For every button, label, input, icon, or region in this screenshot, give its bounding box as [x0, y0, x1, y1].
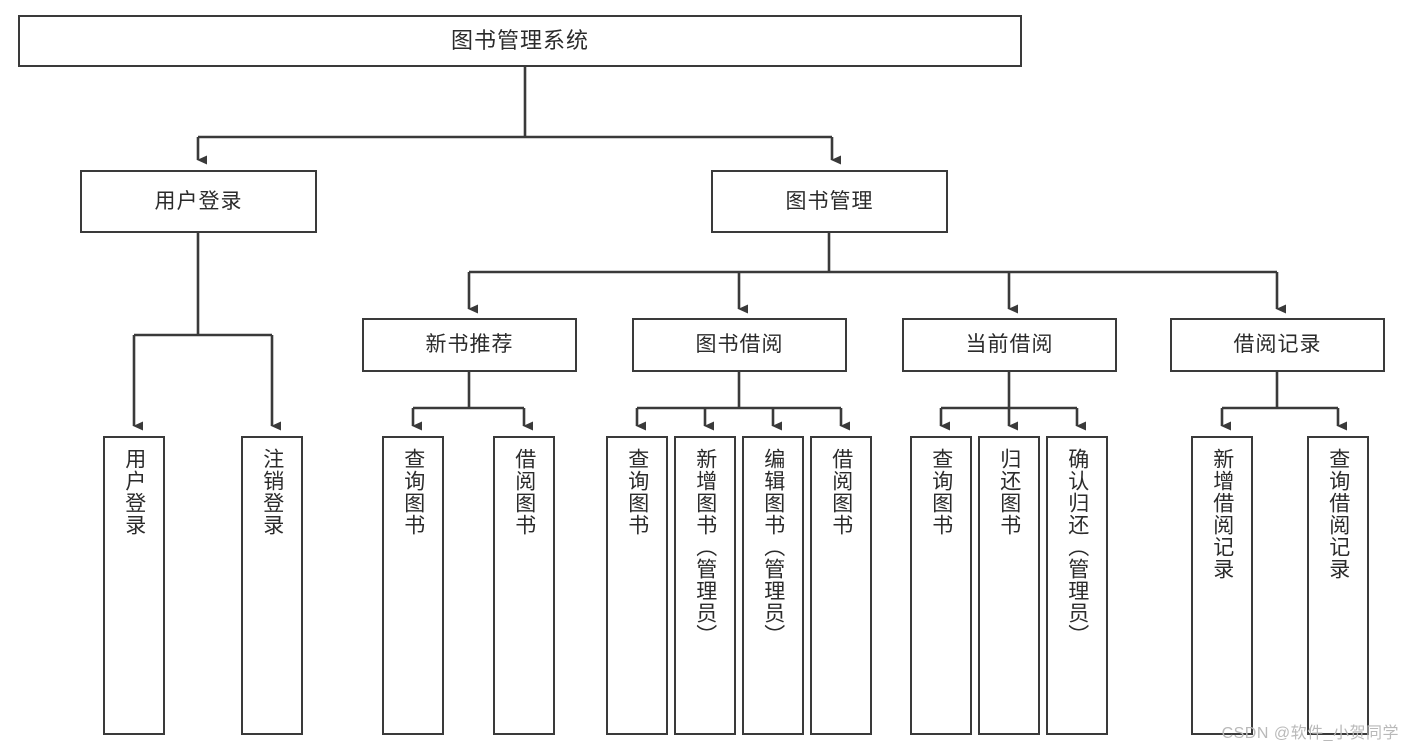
node-leaf-confirm-return[interactable]: 确认归还（管理员）: [1046, 436, 1108, 735]
node-label: 归还图书: [997, 448, 1021, 536]
node-borrow-record[interactable]: 借阅记录: [1170, 318, 1385, 372]
node-leaf-query-book-3[interactable]: 查询图书: [910, 436, 972, 735]
node-label: 编辑图书（管理员）: [761, 448, 785, 646]
node-leaf-query-book-1[interactable]: 查询图书: [382, 436, 444, 735]
node-leaf-add-record[interactable]: 新增借阅记录: [1191, 436, 1253, 735]
node-label: 新增图书（管理员）: [693, 448, 717, 646]
node-current-borrow[interactable]: 当前借阅: [902, 318, 1117, 372]
node-leaf-query-book-2[interactable]: 查询图书: [606, 436, 668, 735]
node-label: 新增借阅记录: [1210, 448, 1234, 580]
node-leaf-borrow-book-1[interactable]: 借阅图书: [493, 436, 555, 735]
node-leaf-query-record[interactable]: 查询借阅记录: [1307, 436, 1369, 735]
node-root[interactable]: 图书管理系统: [18, 15, 1022, 67]
node-label: 注销登录: [260, 448, 284, 536]
node-book-manage[interactable]: 图书管理: [711, 170, 948, 233]
node-label: 用户登录: [122, 448, 146, 536]
node-leaf-add-book[interactable]: 新增图书（管理员）: [674, 436, 736, 735]
node-label: 查询借阅记录: [1326, 448, 1350, 580]
node-leaf-return-book[interactable]: 归还图书: [978, 436, 1040, 735]
node-label: 查询图书: [625, 448, 649, 536]
node-user-login[interactable]: 用户登录: [80, 170, 317, 233]
node-new-book-recommend[interactable]: 新书推荐: [362, 318, 577, 372]
node-leaf-borrow-book-2[interactable]: 借阅图书: [810, 436, 872, 735]
node-leaf-user-login[interactable]: 用户登录: [103, 436, 165, 735]
node-label: 借阅图书: [829, 448, 853, 536]
csdn-watermark: CSDN @软件_小贺同学: [1221, 725, 1399, 742]
node-label: 确认归还（管理员）: [1065, 448, 1089, 646]
node-label: 查询图书: [929, 448, 953, 536]
node-leaf-user-logout[interactable]: 注销登录: [241, 436, 303, 735]
node-book-borrow[interactable]: 图书借阅: [632, 318, 847, 372]
node-label: 借阅图书: [512, 448, 536, 536]
node-label: 查询图书: [401, 448, 425, 536]
node-leaf-edit-book[interactable]: 编辑图书（管理员）: [742, 436, 804, 735]
